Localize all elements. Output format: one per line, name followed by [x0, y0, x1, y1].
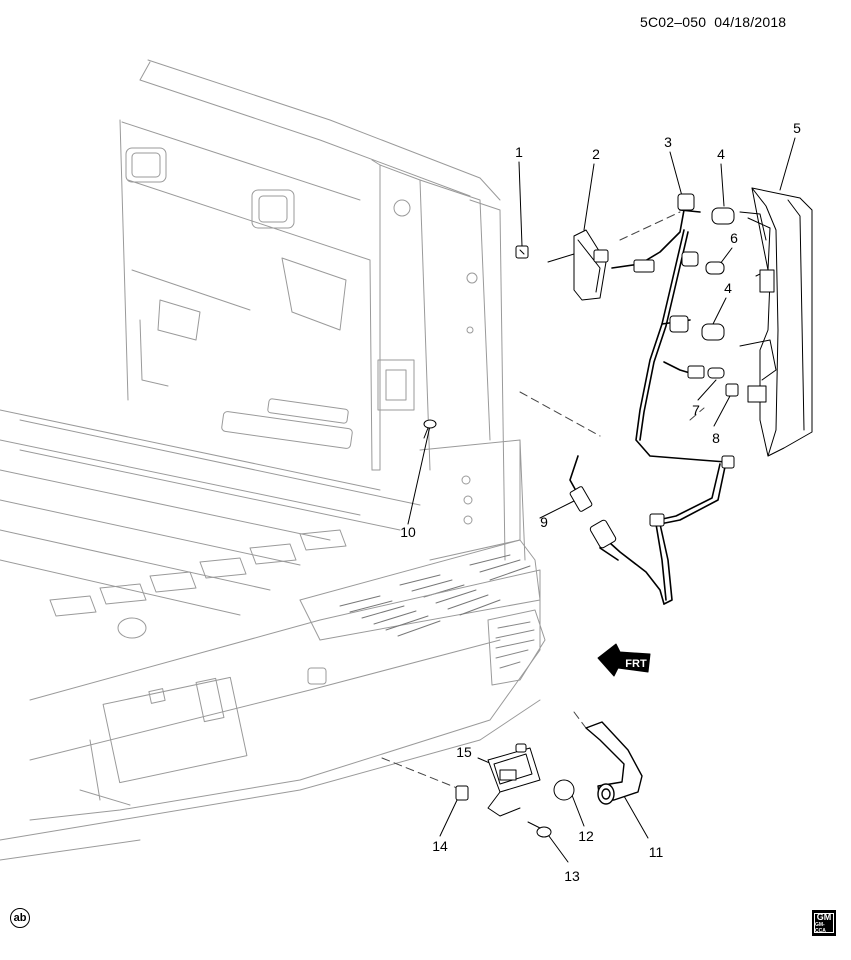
callout-3: 3 [664, 134, 672, 150]
wiring-harness [569, 209, 727, 605]
callout-12: 12 [578, 828, 594, 844]
gm-logo-subtext: GM-CCA [815, 922, 826, 934]
callout-9: 9 [540, 514, 548, 530]
part-12-plug [553, 779, 575, 801]
part-11-harness [585, 721, 643, 805]
part-15-module [487, 743, 541, 817]
callout-13: 13 [564, 868, 580, 884]
callout-10: 10 [400, 524, 416, 540]
harness-connectors [569, 259, 735, 549]
part-7-bulb [707, 367, 725, 379]
diagram-code: 5C02–050 [640, 14, 707, 30]
front-arrow-label: FRT [625, 658, 647, 670]
callout-8: 8 [712, 430, 720, 446]
callout-15: 15 [456, 744, 472, 760]
part-10-screw [423, 419, 437, 439]
part-8-nut [725, 383, 739, 397]
corner-badge: ab [10, 908, 30, 928]
part-1-clip [515, 245, 529, 259]
part-2-license-lamp [547, 229, 609, 301]
diagram-header: 5C02–050 04/18/2018 [640, 14, 794, 30]
callout-leaders [407, 137, 796, 863]
front-arrow-icon [597, 643, 651, 677]
leader-lines [381, 211, 705, 791]
callout-6: 6 [730, 230, 738, 246]
part-13-bolt [527, 821, 552, 838]
callout-14: 14 [432, 838, 448, 854]
part-6-bulb [705, 261, 725, 275]
gm-logo-text: GM [816, 912, 832, 922]
callout-4: 4 [717, 146, 725, 162]
callout-1: 1 [515, 144, 523, 160]
callout-5: 5 [793, 120, 801, 136]
part-5-tail-lamp [739, 187, 813, 457]
part-4-bulbs [701, 207, 735, 341]
diagram-date: 04/18/2018 [714, 14, 787, 30]
callout-11: 11 [648, 844, 664, 860]
callout-7: 7 [692, 402, 700, 418]
part-3-bulb-sockets [669, 193, 699, 333]
callout-4-second: 4 [724, 280, 732, 296]
callout-2: 2 [592, 146, 600, 162]
truck-bed-drawing [0, 59, 546, 861]
part-14-nut [455, 785, 469, 801]
gm-logo: GM GM-CCA [812, 910, 836, 936]
